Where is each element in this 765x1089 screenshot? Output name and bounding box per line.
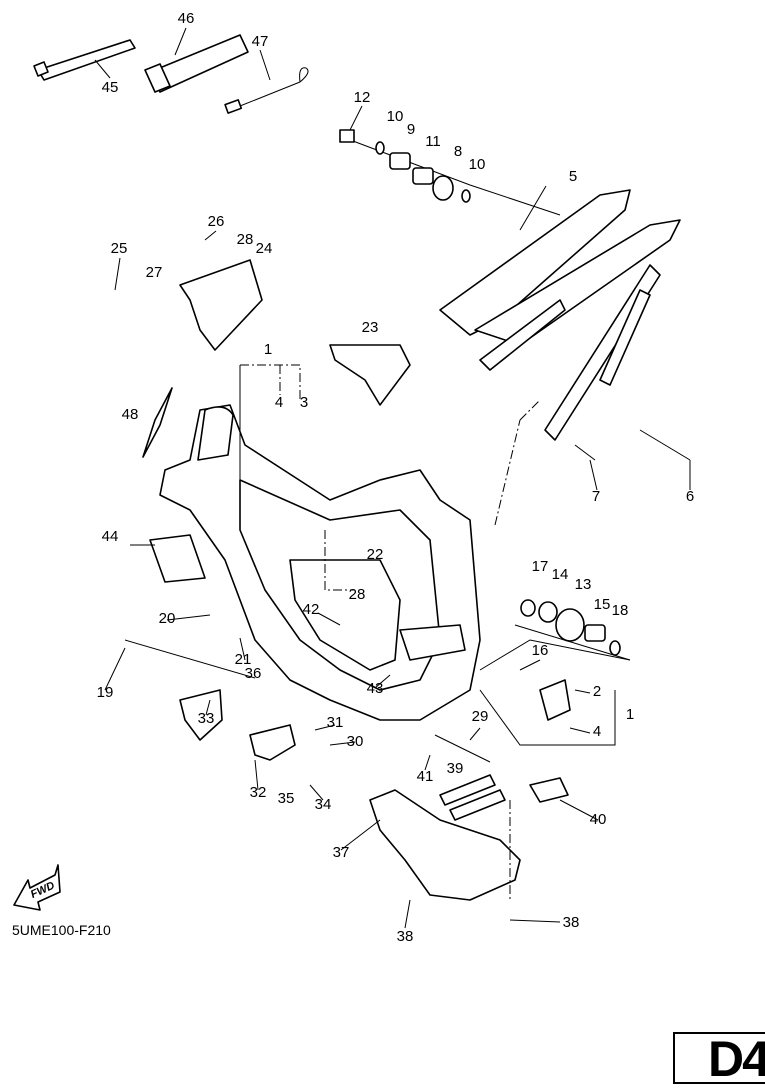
socket-wrench-46 [144, 34, 249, 93]
pads-39-40 [439, 774, 569, 821]
callout: 8 [454, 143, 462, 160]
callout: 32 [250, 784, 267, 801]
page-id: D4 [708, 1031, 765, 1087]
collar-stack-right [514, 599, 631, 721]
bracket-33 [179, 689, 223, 741]
callout: 22 [367, 546, 384, 563]
diagram-code: 5UME100-F210 [12, 922, 111, 938]
callout: 1 [264, 341, 272, 358]
callout: 26 [208, 213, 225, 230]
forward-direction-icon [13, 864, 61, 911]
callout: 43 [367, 680, 384, 697]
callout: 41 [417, 768, 434, 785]
callout: 13 [575, 576, 592, 593]
callout: 9 [407, 121, 415, 138]
callout: 48 [122, 406, 139, 423]
callout: 28 [237, 231, 254, 248]
callout: 42 [303, 601, 320, 618]
long-bolt-29 [434, 734, 491, 763]
collar-stack [339, 129, 561, 216]
callout: 20 [159, 610, 176, 627]
callout: 38 [397, 928, 414, 945]
callout: 35 [278, 790, 295, 807]
callout: 33 [198, 710, 215, 727]
callout: 2 [593, 683, 601, 700]
callout: 4 [275, 394, 283, 411]
callout: 16 [532, 642, 549, 659]
callout: 31 [327, 714, 344, 731]
callout: 27 [146, 264, 163, 281]
callout: 23 [362, 319, 379, 336]
callout: 4 [593, 723, 601, 740]
callout: 6 [686, 488, 694, 505]
callout: 28 [349, 586, 366, 603]
long-bolt-6 [639, 429, 691, 461]
callouts: 45 46 47 12 10 9 11 8 10 5 26 28 24 25 2… [97, 10, 695, 945]
pin-tool-47 [224, 67, 309, 114]
rear-frame-5 [439, 189, 681, 441]
spanner-wrench-45 [33, 39, 136, 81]
skid-plate-37 [369, 789, 521, 901]
main-frame [159, 404, 481, 721]
callout: 24 [256, 240, 273, 257]
callout: 47 [252, 33, 269, 50]
callout: 30 [347, 733, 364, 750]
callout: 10 [387, 108, 404, 125]
callout: 1 [626, 706, 634, 723]
callout: 7 [592, 488, 600, 505]
callout: 37 [333, 844, 350, 861]
callout: 5 [569, 168, 577, 185]
callout: 11 [425, 133, 441, 150]
page-id-box [673, 1032, 765, 1084]
callout: 10 [469, 156, 486, 173]
callout: 17 [532, 558, 549, 575]
bracket-23 [329, 344, 411, 406]
callout: 40 [590, 811, 607, 828]
callout: 25 [111, 240, 128, 257]
callout: 21 [235, 651, 252, 668]
callout: 34 [315, 796, 332, 813]
callout: 12 [354, 89, 371, 106]
bracket-32 [249, 724, 296, 761]
callout: 44 [102, 528, 119, 545]
callout: 14 [552, 566, 569, 583]
long-bolt-19 [124, 639, 256, 679]
sticker-48 [142, 387, 173, 458]
callout: 19 [97, 684, 114, 701]
bracket-24 [179, 259, 263, 351]
callout: 3 [300, 394, 308, 411]
callout: 18 [612, 602, 629, 619]
callout: 29 [472, 708, 489, 725]
callout: 39 [447, 760, 464, 777]
callout: 15 [594, 596, 611, 613]
callout: 38 [563, 914, 580, 931]
sticker-44 [149, 534, 206, 583]
callout: 46 [178, 10, 195, 27]
callout: 45 [102, 79, 119, 96]
callout: 36 [245, 665, 262, 682]
